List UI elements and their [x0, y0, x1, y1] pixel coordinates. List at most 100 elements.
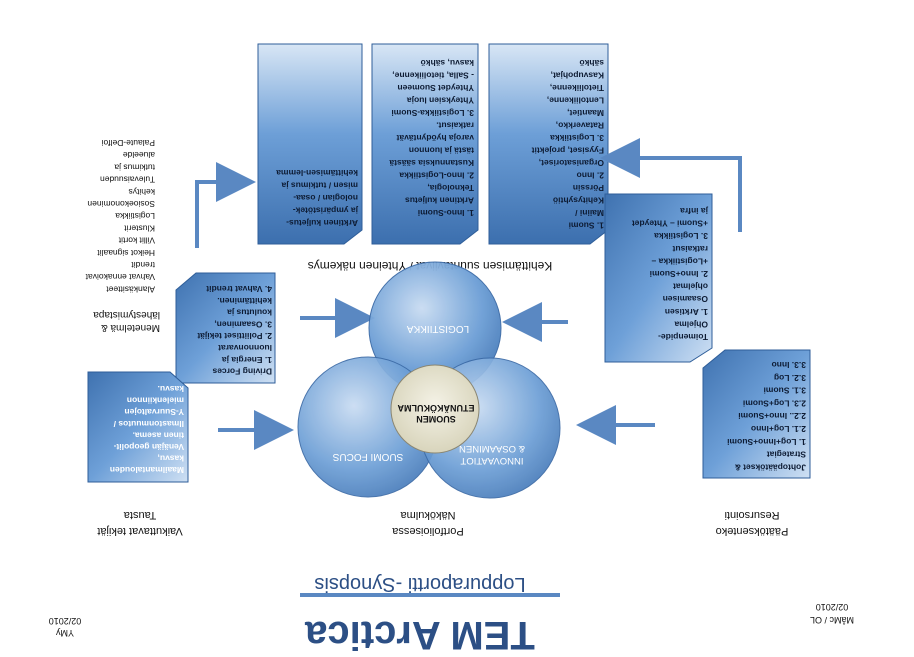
venn-top-label: LOGISTIIKKA [407, 323, 470, 334]
arrows [195, 138, 742, 450]
top-box-2-line: - Salla, tietoliikenne, [392, 71, 474, 81]
venn-right-line: INNOVAATIOT [460, 455, 523, 466]
background-line: Y-Suurvaltojen [124, 407, 184, 417]
program-line: Osaamisen [663, 294, 708, 304]
top-box-1-line: Kasvupohjat, [551, 71, 604, 81]
program-line: ohjelmat [673, 282, 708, 292]
top-box-1-line: sähkö [579, 58, 604, 68]
top-box-2-line: tästä ja luonnon [409, 146, 474, 156]
left-list-item: alueelde [123, 150, 155, 160]
circle-center [390, 364, 480, 454]
top-box-1-line: 3. Logistiikka [550, 133, 604, 143]
background-line: kasvu, [158, 454, 184, 464]
driving-forces-line: 2. Poliittiset tekijät [197, 331, 272, 341]
author-left: YMy [56, 628, 75, 638]
top-box-1-line: Maantiet, [567, 108, 604, 118]
program-line: ratkaisut [672, 244, 708, 254]
author-right: MåMc / OL [810, 615, 854, 625]
decision-line: 2.1. Log+Inno [751, 424, 806, 434]
program-line: 2. Inno+Suomi [650, 269, 708, 279]
driving-forces-line: luonnonvarat [218, 343, 272, 353]
driving-forces-line: koulutus ja [227, 308, 272, 318]
date-left: 02/2010 [49, 616, 82, 626]
left-list-item: trendit [131, 260, 155, 270]
background-line: mielenkiinnon [127, 396, 184, 406]
date-right: 02/2010 [816, 602, 849, 612]
top-box-1-line: Kehitysyhtiö [553, 196, 604, 206]
program-line: Ohjelma [674, 319, 708, 329]
bottom-label-middle: Portfolioisessa Näkökulma [391, 509, 463, 537]
method-label-line: Menetelmä & [101, 322, 160, 333]
top-box-1-line: Rataverkko, [556, 121, 604, 131]
left-list-item: Klusterit [124, 223, 155, 233]
top-box-2-line: ratkaisut. [436, 121, 474, 131]
bottom-label-right: Päätöksenteko Resursointi [716, 509, 789, 537]
driving-forces-line: 4. Vahvat trendit [206, 284, 272, 294]
background-line: Ilmastonmuutos / [113, 419, 184, 429]
top-box-1-line: Lentoliikenne, [547, 96, 604, 106]
program-line: 3. Logistiikka [654, 231, 708, 241]
program-line: +Suomi – Yhteydet [632, 219, 708, 229]
top-box-3-line: ja ympäristötek- [293, 206, 359, 216]
left-list-item: Alankäsitteet [106, 284, 155, 294]
left-list-item: kehitys [129, 187, 155, 197]
top-box-2-line: Yhteydet Suomeen [397, 83, 474, 93]
venn-right-line: & OSAAMINEN [459, 443, 525, 454]
top-box-3: Arktinen kuljetus-ja ympäristötek-nologi… [257, 43, 363, 245]
driving-forces-line: kehittäminen. [217, 296, 272, 306]
background-line: Maailmantalouden [110, 465, 184, 475]
bottom-right-line: Resursointi [724, 509, 779, 521]
decision-line: 1. Log+Inno+Suomi [727, 437, 806, 447]
venn-center-line1: ETUNÄKÖKULMA [397, 403, 474, 413]
program-line: Toimenpide- [658, 332, 708, 342]
top-box-3-text: Arktinen kuljetus-ja ympäristötek-nologi… [276, 168, 359, 228]
top-box-1-line: Tietoliikenne, [550, 83, 604, 93]
bottom-left-line: Tausta [123, 509, 156, 521]
decision-line: Johtopäätökset & [735, 462, 806, 472]
top-box-3-line: nologian / osaa- [293, 193, 358, 203]
venn-center-line2: SUOMEN [416, 414, 456, 424]
bottom-middle-line: Portfolioisessa [391, 525, 463, 537]
program-line: +Logistiikka – [651, 256, 708, 266]
left-list-item: Villit kortit [118, 236, 155, 246]
top-box-2-line: 2. Inno-Logistiikka [399, 171, 474, 181]
bottom-left-line: Vaikuttavat tekijät [97, 525, 182, 537]
venn-left-label: SUOMI FOCUS [332, 451, 403, 462]
bottom-label-left: Vaikuttavat tekijät Tausta [97, 509, 182, 537]
background-line: tinen asema. [133, 430, 185, 440]
left-list-item: Heikot signaalit [97, 248, 155, 258]
top-box-1-line: Pörssin [573, 183, 604, 193]
top-box-2-line: kasvu, sähkö [421, 58, 474, 68]
bottom-middle-line: Näkökulma [400, 509, 456, 521]
top-box-2-line: 3. Logistiikka-Suomi [391, 108, 474, 118]
top-box-3-line: kehittämisen-lemma [276, 168, 358, 178]
decision-line: 3.1. Suomi [763, 386, 806, 396]
left-list-item: Palaute-Delfoi [101, 138, 155, 148]
background-line: Venäjän geopolit- [113, 442, 184, 452]
report-subtitle: Loppuraportti -Synopsis [314, 573, 525, 595]
left-list-item: tutkimus ja [114, 162, 155, 172]
top-box-3-line: Arktinen kuljetus- [286, 218, 358, 228]
top-box-1-line: 2. Inno [577, 171, 604, 181]
title-block: TEM Arctica Loppuraportti -Synopsis 02/2… [49, 573, 854, 657]
left-list-item: Vahvat ennakoivat [85, 272, 155, 282]
background-line: kasvu. [158, 384, 184, 394]
bottom-right-line: Päätöksenteko [716, 525, 789, 537]
left-list-item: Logistiikka [115, 211, 155, 221]
program-line: ja infra [680, 206, 709, 216]
decision-line: 3.3. Inno [772, 360, 806, 370]
method-label-line: lähestymistapa [93, 309, 160, 320]
decision-line: 3.2. Log [774, 373, 806, 383]
left-list-item: Tulevaisuuden [100, 175, 155, 185]
top-box-1-line: Organisatoriset, [539, 158, 604, 168]
